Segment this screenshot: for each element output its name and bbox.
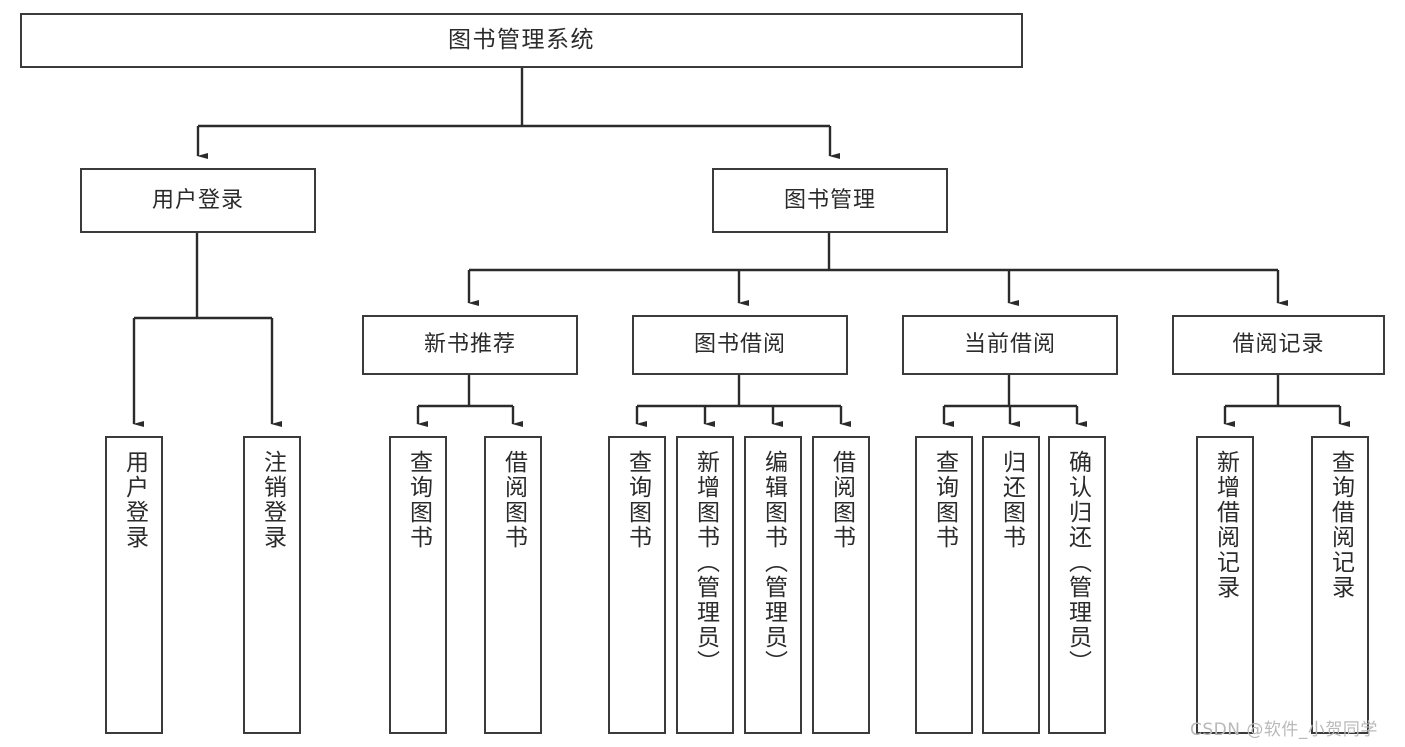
node-book-management[interactable]: 图书管理 [712, 168, 948, 233]
node-book-management-label: 图书管理 [783, 187, 876, 213]
leaf-new-book-query[interactable]: 查询图书 [389, 436, 447, 734]
node-user-login-label: 用户登录 [151, 187, 244, 213]
node-user-login[interactable]: 用户登录 [80, 168, 316, 233]
leaf-new-book-borrow[interactable]: 借阅图书 [484, 436, 542, 734]
leaf-label: 查询图书 [405, 450, 432, 550]
leaf-current-borrow-confirm[interactable]: 确认归还（管理员） [1048, 436, 1106, 734]
leaf-label: 新增图书（管理员） [692, 450, 719, 675]
node-book-borrow[interactable]: 图书借阅 [632, 315, 848, 375]
csdn-watermark: CSDN @软件_小贺同学 [1190, 720, 1378, 740]
leaf-label: 借阅图书 [828, 450, 855, 550]
node-book-borrow-label: 图书借阅 [693, 332, 786, 358]
leaf-label: 编辑图书（管理员） [760, 450, 787, 675]
node-root-label: 图书管理系统 [448, 26, 595, 53]
node-current-borrow[interactable]: 当前借阅 [902, 315, 1118, 375]
leaf-user-login-logout[interactable]: 注销登录 [243, 436, 301, 734]
node-new-book-recommend-label: 新书推荐 [423, 332, 516, 358]
leaf-book-borrow-query[interactable]: 查询图书 [608, 436, 666, 734]
leaf-book-borrow-lend[interactable]: 借阅图书 [812, 436, 870, 734]
leaf-label: 查询借阅记录 [1327, 450, 1354, 600]
leaf-label: 借阅图书 [500, 450, 527, 550]
leaf-label: 注销登录 [259, 450, 286, 550]
leaf-label: 查询图书 [624, 450, 651, 550]
node-borrow-record[interactable]: 借阅记录 [1172, 315, 1385, 375]
leaf-borrow-record-query[interactable]: 查询借阅记录 [1311, 436, 1369, 734]
leaf-borrow-record-add[interactable]: 新增借阅记录 [1196, 436, 1254, 734]
leaf-user-login-login[interactable]: 用户登录 [105, 436, 163, 734]
leaf-label: 归还图书 [998, 450, 1025, 550]
leaf-label: 新增借阅记录 [1212, 450, 1239, 600]
node-borrow-record-label: 借阅记录 [1232, 332, 1325, 358]
node-current-borrow-label: 当前借阅 [963, 332, 1056, 358]
node-root[interactable]: 图书管理系统 [20, 13, 1023, 68]
leaf-book-borrow-add[interactable]: 新增图书（管理员） [676, 436, 734, 734]
node-new-book-recommend[interactable]: 新书推荐 [362, 315, 578, 375]
leaf-current-borrow-return[interactable]: 归还图书 [982, 436, 1040, 734]
leaf-label: 确认归还（管理员） [1064, 450, 1091, 675]
leaf-book-borrow-edit[interactable]: 编辑图书（管理员） [744, 436, 802, 734]
leaf-label: 用户登录 [121, 450, 148, 550]
leaf-current-borrow-query[interactable]: 查询图书 [915, 436, 973, 734]
leaf-label: 查询图书 [931, 450, 958, 550]
